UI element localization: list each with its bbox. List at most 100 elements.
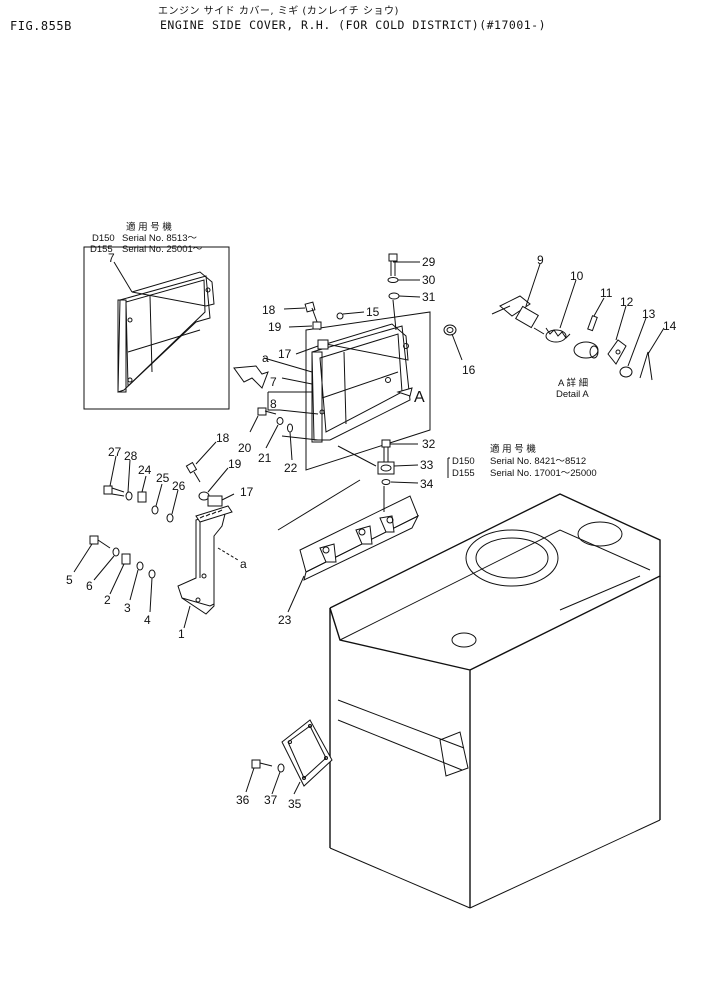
side-cover-door: [305, 311, 431, 471]
ref-a-bottom: a: [240, 557, 247, 571]
bracket-7: [267, 392, 280, 411]
right-row1-model: D150: [452, 456, 475, 467]
callout-5: 5: [66, 573, 73, 587]
figure-number: FIG.855B: [10, 19, 72, 33]
washer-31: [388, 292, 400, 300]
part-13-nut: [619, 317, 647, 378]
callout-20: 20: [238, 441, 252, 455]
callout-17-lower: 17: [240, 485, 254, 499]
tank-body: [329, 493, 661, 909]
figure-title: ENGINE SIDE COVER, R.H. (FOR COLD DISTRI…: [160, 18, 547, 32]
bolt-5: [73, 535, 111, 573]
dash-to-a: [217, 547, 239, 561]
callout-31: 31: [422, 290, 436, 304]
callout-10: 10: [570, 269, 584, 283]
callout-18-lower: 18: [216, 431, 230, 445]
washer-19-top: [312, 321, 322, 330]
callout-32: 32: [422, 437, 436, 451]
ref-a-top: a: [262, 351, 269, 365]
detail-label-en: Detail A: [556, 389, 589, 400]
callout-16: 16: [462, 363, 476, 377]
part-12-cam: [607, 305, 627, 365]
inset-row1-serial: Serial No. 8513～: [122, 233, 197, 244]
rail-guide-1: [277, 479, 361, 531]
callout-21: 21: [258, 451, 272, 465]
right-row2-serial: Serial No. 17001～25000: [490, 468, 597, 479]
spacer-33-box: [377, 461, 395, 475]
callout-27: 27: [108, 445, 122, 459]
inset-serial-heading: 適 用 号 機: [126, 221, 172, 233]
washer-37: [277, 763, 285, 773]
callout-15: 15: [366, 305, 380, 319]
callout-1: 1: [178, 627, 185, 641]
washer-22: [287, 423, 293, 433]
bolt-18-lower: [185, 441, 217, 483]
spacer-2: [121, 553, 131, 565]
callout-14: 14: [663, 319, 677, 333]
callout-11: 11: [600, 286, 613, 300]
callout-26: 26: [172, 479, 186, 493]
callout-34: 34: [420, 477, 434, 491]
bolt-36: [245, 759, 273, 793]
callout-4: 4: [144, 613, 151, 627]
bolt-18-top: [283, 301, 321, 331]
detail-letter-A: A: [414, 389, 425, 406]
callout-19-lower: 19: [228, 457, 242, 471]
callout-3: 3: [124, 601, 131, 615]
inset-row2-model: D155: [90, 244, 113, 255]
door-outline-box: [305, 311, 431, 471]
callout-36: 36: [236, 793, 250, 807]
washer-25: [151, 505, 159, 515]
part-11-pin: [587, 297, 605, 332]
detail-label-jp: A 詳 細: [558, 377, 588, 389]
washer-34: [381, 479, 391, 485]
inset-row2-serial: Serial No. 25001～: [122, 244, 203, 255]
leader-7-inset: [113, 261, 133, 293]
callout-12: 12: [620, 295, 634, 309]
callout-37: 37: [264, 793, 278, 807]
part-9-handle-lock: [491, 263, 545, 335]
callout-28: 28: [124, 449, 138, 463]
clip-17-lower: [207, 495, 223, 507]
part-16-plug: [443, 324, 463, 361]
inset-row1-model: D150: [92, 233, 115, 244]
part-14-wire: [639, 327, 665, 381]
callout-19-top: 19: [268, 320, 282, 334]
right-row1-serial: Serial No. 8421～8512: [490, 456, 586, 467]
callout-2: 2: [104, 593, 111, 607]
callout-29: 29: [422, 255, 436, 269]
view-arrow-A: [396, 387, 413, 397]
inset-frame: [83, 246, 230, 410]
washer-3: [136, 561, 144, 571]
callout-33: 33: [420, 458, 434, 472]
nut-26: [166, 513, 174, 523]
bolt-32: [381, 439, 418, 462]
right-row2-model: D155: [452, 468, 475, 479]
callout-7: 7: [270, 375, 277, 389]
part-10b-cylinder: [573, 341, 599, 359]
nut-4: [148, 569, 156, 579]
callout-25: 25: [156, 471, 170, 485]
callout-22: 22: [284, 461, 298, 475]
assembly-arrow: [233, 365, 269, 389]
right-serial-heading: 適 用 号 機: [490, 443, 536, 455]
callout-23: 23: [278, 613, 292, 627]
washer-28: [125, 491, 133, 501]
washer-30: [387, 277, 399, 283]
clip-17-top: [317, 339, 329, 350]
callout-8: 8: [270, 397, 277, 411]
callout-24: 24: [138, 463, 152, 477]
part-35-cover-plate: [281, 719, 333, 795]
part-1-hinge-bracket: [177, 505, 233, 629]
washer-6: [112, 547, 120, 557]
serial-bracket: [447, 457, 450, 478]
washer-21: [276, 417, 284, 425]
callout-17-top: 17: [278, 347, 292, 361]
bolt-29: [388, 253, 420, 276]
callout-9: 9: [537, 253, 544, 267]
inset-side-cover-door: [117, 271, 215, 393]
callout-18-top: 18: [262, 303, 276, 317]
callout-6: 6: [86, 579, 93, 593]
spacer-33: [380, 464, 392, 472]
